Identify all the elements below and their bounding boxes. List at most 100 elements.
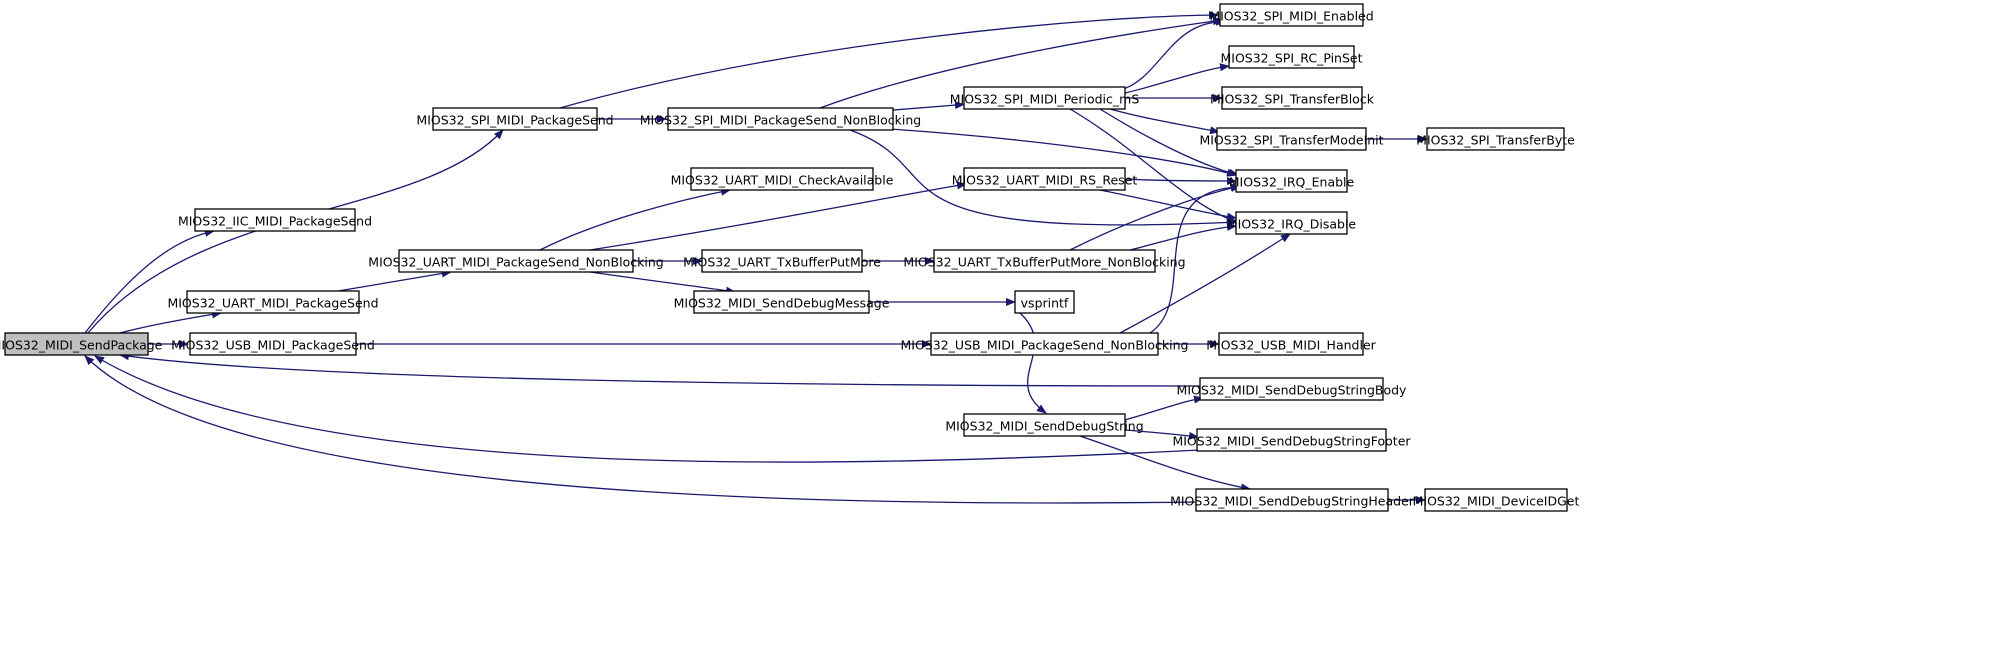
node-irq-enable[interactable]: MIOS32_IRQ_Enable xyxy=(1229,169,1355,193)
node-label: MIOS32_SPI_TransferModeInit xyxy=(1199,133,1383,148)
edge-debug-string-header-to-send-package xyxy=(84,355,1197,504)
node-label: MIOS32_UART_MIDI_PackageSend xyxy=(167,296,378,311)
node-label: MIOS32_IIC_MIDI_PackageSend xyxy=(178,214,372,229)
node-usb-package-send-nb[interactable]: MIOS32_USB_MIDI_PackageSend_NonBlocking xyxy=(901,332,1189,356)
node-label: MIOS32_MIDI_SendDebugMessage xyxy=(674,296,890,311)
node-label: MIOS32_MIDI_SendDebugString xyxy=(945,419,1143,434)
node-spi-enabled[interactable]: MIOS32_SPI_MIDI_Enabled xyxy=(1209,3,1374,27)
edge-spi-periodic-ms-to-spi-enabled xyxy=(1119,17,1226,91)
node-uart-check-available[interactable]: MIOS32_UART_MIDI_CheckAvailable xyxy=(671,167,894,191)
node-box xyxy=(398,249,634,273)
node-label: MIOS32_USB_MIDI_PackageSend_NonBlocking xyxy=(901,338,1189,353)
edge-spi-periodic-ms-to-irq-enable xyxy=(1099,108,1239,177)
edge-spi-package-send-nb-to-irq-disable xyxy=(849,129,1237,227)
node-box xyxy=(1199,377,1384,401)
node-label: MIOS32_SPI_MIDI_PackageSend_NonBlocking xyxy=(640,113,921,128)
node-spi-transfer-block[interactable]: MIOS32_SPI_TransferBlock xyxy=(1210,86,1375,110)
node-spi-transfer-byte[interactable]: MIOS32_SPI_TransferByte xyxy=(1416,127,1575,151)
node-box xyxy=(4,332,149,356)
edge-send-debug-message-to-send-debug-string xyxy=(1019,312,1047,414)
node-box xyxy=(1235,169,1348,193)
node-box xyxy=(1216,127,1367,151)
node-device-id-get[interactable]: MIOS32_MIDI_DeviceIDGet xyxy=(1413,488,1580,512)
node-box xyxy=(1219,3,1364,27)
node-usb-handler[interactable]: MIOS32_USB_MIDI_Handler xyxy=(1206,332,1377,356)
node-box xyxy=(1228,45,1355,69)
node-label: vsprintf xyxy=(1021,296,1069,311)
node-box xyxy=(194,208,356,232)
node-send-debug-string[interactable]: MIOS32_MIDI_SendDebugString xyxy=(945,413,1144,437)
node-box xyxy=(701,249,863,273)
node-box xyxy=(1195,488,1389,512)
node-irq-disable[interactable]: MIOS32_IRQ_Disable xyxy=(1227,211,1357,235)
node-uart-txbuffer-put-more-nb[interactable]: MIOS32_UART_TxBufferPutMore_NonBlocking xyxy=(903,249,1186,273)
node-debug-string-header[interactable]: MIOS32_MIDI_SendDebugStringHeader xyxy=(1170,488,1415,512)
edge-uart-package-send-to-uart-package-send-nb xyxy=(338,269,452,292)
node-vsprintf[interactable]: vsprintf xyxy=(1014,290,1075,314)
node-debug-string-footer[interactable]: MIOS32_MIDI_SendDebugStringFooter xyxy=(1172,428,1411,452)
node-box xyxy=(1014,290,1075,314)
node-send-package[interactable]: MIOS32_MIDI_SendPackage xyxy=(0,332,163,356)
edge-usb-package-send-nb-to-irq-enable xyxy=(1149,183,1241,334)
node-uart-package-send-nb[interactable]: MIOS32_UART_MIDI_PackageSend_NonBlocking xyxy=(368,249,664,273)
edge-spi-package-send-to-spi-enabled xyxy=(559,11,1219,109)
edge-uart-rs-reset-to-irq-enable xyxy=(1124,176,1237,185)
edge-send-debug-string-to-debug-string-body xyxy=(1124,395,1204,421)
node-usb-package-send[interactable]: MIOS32_USB_MIDI_PackageSend xyxy=(171,332,375,356)
edge-spi-periodic-ms-to-spi-rc-pinset xyxy=(1124,63,1230,94)
node-label: MIOS32_MIDI_SendDebugStringFooter xyxy=(1172,434,1411,449)
node-label: MIOS32_SPI_MIDI_Enabled xyxy=(1209,9,1373,24)
node-label: MIOS32_UART_TxBufferPutMore xyxy=(683,255,881,270)
node-spi-package-send-nb[interactable]: MIOS32_SPI_MIDI_PackageSend_NonBlocking xyxy=(640,107,921,131)
node-label: MIOS32_SPI_MIDI_Periodic_mS xyxy=(950,92,1140,107)
node-label: MIOS32_MIDI_SendDebugStringHeader xyxy=(1170,494,1415,509)
node-spi-package-send[interactable]: MIOS32_SPI_MIDI_PackageSend xyxy=(416,107,614,131)
node-label: MIOS32_USB_MIDI_PackageSend xyxy=(171,338,375,353)
node-iic-package-send[interactable]: MIOS32_IIC_MIDI_PackageSend xyxy=(178,208,372,232)
edge-send-package-to-iic-package-send xyxy=(84,228,215,334)
node-spi-transfer-mode-init[interactable]: MIOS32_SPI_TransferModeInit xyxy=(1199,127,1384,151)
node-box xyxy=(1196,428,1387,452)
edges-layer xyxy=(84,11,1428,504)
node-label: MIOS32_USB_MIDI_Handler xyxy=(1206,338,1376,353)
node-box xyxy=(186,290,360,314)
node-uart-rs-reset[interactable]: MIOS32_UART_MIDI_RS_Reset xyxy=(952,167,1138,191)
edge-debug-string-footer-to-send-package xyxy=(94,355,1201,463)
node-label: MIOS32_UART_TxBufferPutMore_NonBlocking xyxy=(903,255,1185,270)
node-box xyxy=(963,86,1126,110)
node-box xyxy=(1426,127,1565,151)
node-box xyxy=(1235,211,1348,235)
node-box xyxy=(930,332,1159,356)
edge-debug-string-body-to-send-package xyxy=(119,352,1201,387)
edge-uart-package-send-nb-to-uart-rs-reset xyxy=(589,181,967,251)
edge-spi-package-send-nb-to-spi-periodic-ms xyxy=(892,101,965,111)
node-box xyxy=(963,167,1126,191)
node-label: MIOS32_SPI_MIDI_PackageSend xyxy=(416,113,613,128)
edge-uart-txbuffer-put-more-nb-to-irq-disable xyxy=(1129,223,1237,251)
node-box xyxy=(1218,332,1364,356)
node-label: MIOS32_IRQ_Enable xyxy=(1229,175,1355,190)
node-spi-rc-pinset[interactable]: MIOS32_SPI_RC_PinSet xyxy=(1220,45,1363,69)
edge-spi-package-send-nb-to-irq-enable xyxy=(889,128,1237,177)
edge-send-package-to-uart-package-send xyxy=(119,310,222,334)
node-spi-periodic-ms[interactable]: MIOS32_SPI_MIDI_Periodic_mS xyxy=(950,86,1140,110)
node-box xyxy=(189,332,357,356)
node-debug-string-body[interactable]: MIOS32_MIDI_SendDebugStringBody xyxy=(1177,377,1407,401)
node-send-debug-message[interactable]: MIOS32_MIDI_SendDebugMessage xyxy=(674,290,890,314)
node-box xyxy=(1424,488,1568,512)
node-box xyxy=(690,167,874,191)
node-box xyxy=(432,107,598,131)
edge-send-debug-string-to-debug-string-header xyxy=(1079,435,1251,492)
edge-usb-package-send-nb-to-irq-disable xyxy=(1119,233,1291,334)
node-uart-package-send[interactable]: MIOS32_UART_MIDI_PackageSend xyxy=(167,290,379,314)
node-box xyxy=(933,249,1156,273)
node-label: MIOS32_MIDI_SendDebugStringBody xyxy=(1177,383,1407,398)
edge-uart-package-send-nb-to-send-debug-message xyxy=(589,271,736,295)
edge-uart-package-send-nb-to-uart-check-available xyxy=(539,187,731,251)
node-box xyxy=(667,107,894,131)
node-uart-txbuffer-put-more[interactable]: MIOS32_UART_TxBufferPutMore xyxy=(683,249,881,273)
node-label: MIOS32_SPI_TransferByte xyxy=(1416,133,1575,148)
node-label: MIOS32_UART_MIDI_PackageSend_NonBlocking xyxy=(368,255,663,270)
edge-spi-periodic-ms-to-spi-transfer-mode-init xyxy=(1109,108,1220,135)
